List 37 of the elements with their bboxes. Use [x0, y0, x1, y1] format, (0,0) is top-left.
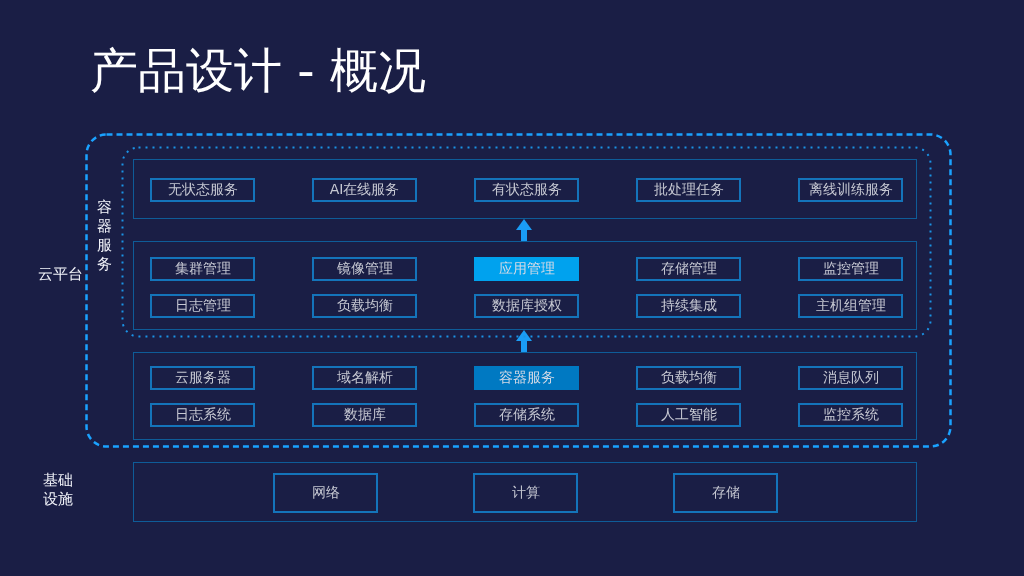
service-box: 消息队列	[798, 366, 903, 390]
service-box: 计算	[473, 473, 578, 513]
layer-panel	[133, 159, 917, 219]
highlighted-service-box: 应用管理	[474, 257, 579, 281]
service-box: 人工智能	[636, 403, 741, 427]
service-box: 网络	[273, 473, 378, 513]
service-box: 负载均衡	[636, 366, 741, 390]
title: 产品设计 - 概况	[90, 41, 426, 100]
service-box: AI在线服务	[312, 178, 417, 202]
service-box: 存储管理	[636, 257, 741, 281]
service-box: 集群管理	[150, 257, 255, 281]
service-box: 日志管理	[150, 294, 255, 318]
service-box: 存储系统	[474, 403, 579, 427]
service-box: 存储	[673, 473, 778, 513]
service-box: 主机组管理	[798, 294, 903, 318]
layer-panel	[133, 241, 917, 330]
highlighted-service-box: 容器服务	[474, 366, 579, 390]
service-box: 持续集成	[636, 294, 741, 318]
service-box: 批处理任务	[636, 178, 741, 202]
layer-panel	[133, 352, 917, 440]
group-heading: 云平台	[38, 265, 84, 284]
service-box: 云服务器	[150, 366, 255, 390]
service-box: 监控系统	[798, 403, 903, 427]
service-box: 监控管理	[798, 257, 903, 281]
service-box: 负载均衡	[312, 294, 417, 318]
service-box: 日志系统	[150, 403, 255, 427]
group-heading: 容器服务	[97, 198, 113, 274]
arrow	[516, 219, 532, 241]
service-box: 数据库	[312, 403, 417, 427]
group-heading: 基础设施	[43, 471, 74, 509]
arrow	[516, 330, 532, 352]
service-box: 数据库授权	[474, 294, 579, 318]
service-box: 镜像管理	[312, 257, 417, 281]
service-box: 无状态服务	[150, 178, 255, 202]
service-box: 有状态服务	[474, 178, 579, 202]
service-box: 域名解析	[312, 366, 417, 390]
service-box: 离线训练服务	[798, 178, 903, 202]
